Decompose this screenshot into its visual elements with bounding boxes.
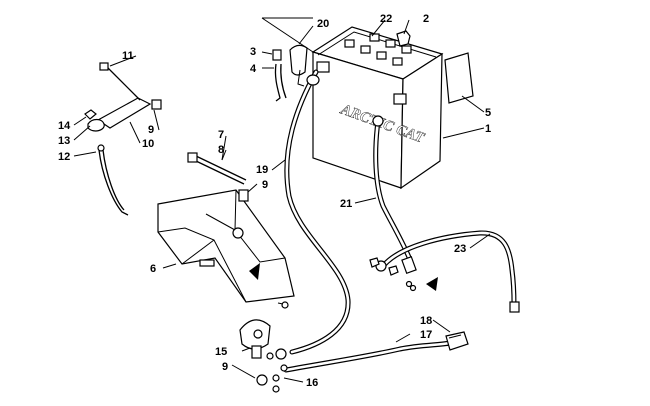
callout-numbers: 1 2 3 4 5 6 7 8 9 9 9 10 11 12 13 14 15 …: [58, 13, 491, 389]
battery: ARCTIC CAT: [311, 26, 444, 190]
callout-18: 18: [420, 315, 432, 327]
callout-14: 14: [58, 120, 71, 132]
callout-12: 12: [58, 151, 70, 163]
callout-3: 3: [250, 46, 256, 58]
callout-9-solenoid: 9: [222, 361, 228, 373]
rod: [97, 144, 129, 216]
callout-5: 5: [485, 107, 491, 119]
callout-8: 8: [218, 144, 224, 156]
cable-19: [275, 69, 351, 360]
long-bolt: [187, 152, 247, 185]
callout-23: 23: [454, 243, 466, 255]
callout-2: 2: [423, 13, 429, 25]
callout-20: 20: [317, 18, 329, 30]
callout-15: 15: [215, 346, 227, 358]
battery-bracket: [157, 189, 295, 309]
callout-16: 16: [306, 377, 318, 389]
callout-1: 1: [485, 123, 491, 135]
junction-hardware: [369, 257, 438, 292]
label-sheet: [444, 52, 474, 104]
cable-21: [372, 115, 417, 275]
callout-17: 17: [420, 329, 432, 341]
callout-19: 19: [256, 164, 268, 176]
terminal-boot: [289, 44, 308, 87]
vent-tube: [272, 49, 287, 102]
callout-11: 11: [122, 50, 134, 62]
hold-down-strap: [87, 62, 162, 132]
callout-6: 6: [150, 263, 156, 275]
callout-13: 13: [58, 135, 70, 147]
callout-21: 21: [340, 198, 352, 210]
leader-lines: [73, 17, 491, 383]
callout-9-strap: 9: [148, 124, 154, 136]
callout-7: 7: [218, 129, 224, 141]
callout-9-bracket: 9: [262, 179, 268, 191]
wing-nut: [84, 109, 97, 120]
cable-17: [283, 331, 469, 373]
callout-22: 22: [380, 13, 392, 25]
solenoid: [239, 319, 288, 393]
callout-10: 10: [142, 138, 154, 150]
callout-4: 4: [250, 63, 257, 75]
